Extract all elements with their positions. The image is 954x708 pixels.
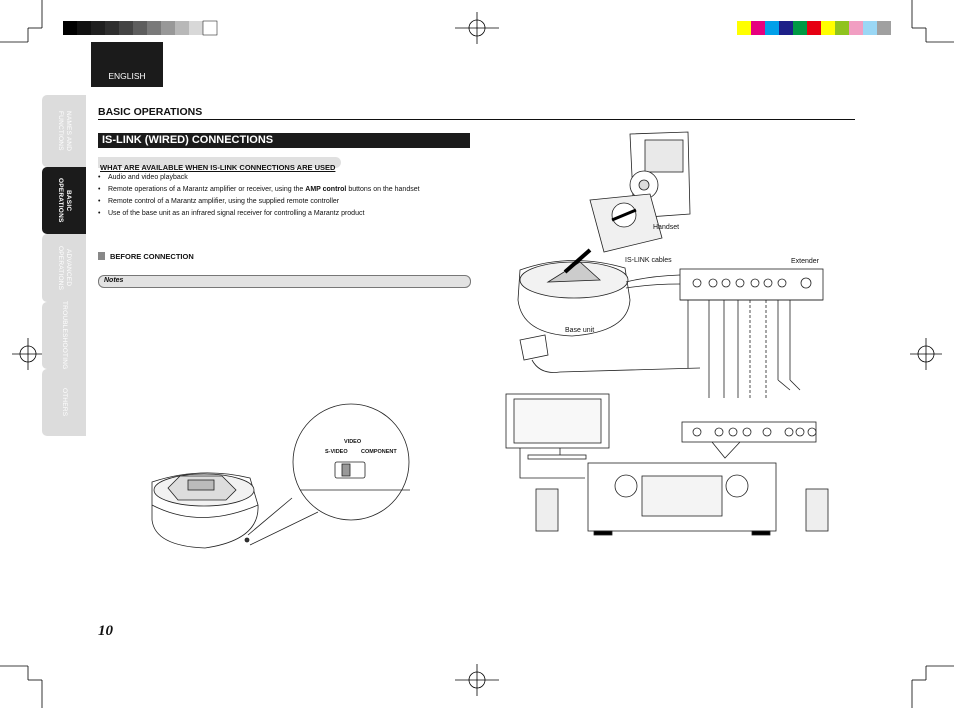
calibration-swatch [849,21,863,35]
list-item: Remote control of a Marantz amplifier, u… [98,196,420,208]
language-tab: ENGLISH [91,42,163,87]
tab-label: ADVANCED OPERATIONS [57,245,72,291]
tab-names-and-functions[interactable]: NAMES AND FUNCTIONS [42,95,86,167]
calibration-swatch [765,21,779,35]
tab-basic-operations[interactable]: BASIC OPERATIONS [42,167,86,234]
tab-advanced-operations[interactable]: ADVANCED OPERATIONS [42,234,86,302]
feature-list: Audio and video playback Remote operatio… [98,172,420,220]
calibration-swatch [877,21,891,35]
calibration-swatch [751,21,765,35]
language-label: ENGLISH [108,71,146,81]
calibration-swatch [737,21,751,35]
tab-label: TROUBLESHOOTING [61,301,68,370]
list-item: Remote operations of a Marantz amplifier… [98,184,420,196]
before-connection-heading: BEFORE CONNECTION [110,252,194,261]
tab-others[interactable]: OTHERS [42,369,86,436]
tab-troubleshooting[interactable]: TROUBLESHOOTING [42,301,86,370]
notes-bar: Notes [98,275,471,288]
calibration-swatch [835,21,849,35]
calibration-swatch [821,21,835,35]
tab-label: BASIC OPERATIONS [57,178,72,223]
label-handset: Handset [653,224,680,231]
subheading-text: WHAT ARE AVAILABLE WHEN IS-LINK CONNECTI… [100,163,336,172]
switch-label-video: VIDEO [344,439,362,445]
heading-marker [98,252,105,260]
list-item: Use of the base unit as an infrared sign… [98,208,420,220]
page-title-bar: IS-LINK (WIRED) CONNECTIONS [98,133,470,148]
switch-label-component: COMPONENT [361,449,397,455]
calibration-swatch [807,21,821,35]
tab-label: OTHERS [61,388,68,417]
calibration-swatch [793,21,807,35]
section-rule [98,119,855,120]
page-title: IS-LINK (WIRED) CONNECTIONS [102,134,274,146]
notes-label: Notes [104,277,124,284]
subheading: WHAT ARE AVAILABLE WHEN IS-LINK CONNECTI… [98,157,342,172]
list-item: Audio and video playback [98,172,420,184]
tab-label: NAMES AND FUNCTIONS [57,110,72,152]
calibration-swatch [863,21,877,35]
calibration-swatch [779,21,793,35]
label-extender: Extender [791,258,820,265]
label-is-link-cables: IS-LINK cables [625,257,672,264]
switch-label-s-video: S-VIDEO [325,449,348,455]
label-base-unit: Base unit [565,327,595,334]
section-heading: BASIC OPERATIONS [98,106,203,118]
page-number: 10 [98,623,113,639]
